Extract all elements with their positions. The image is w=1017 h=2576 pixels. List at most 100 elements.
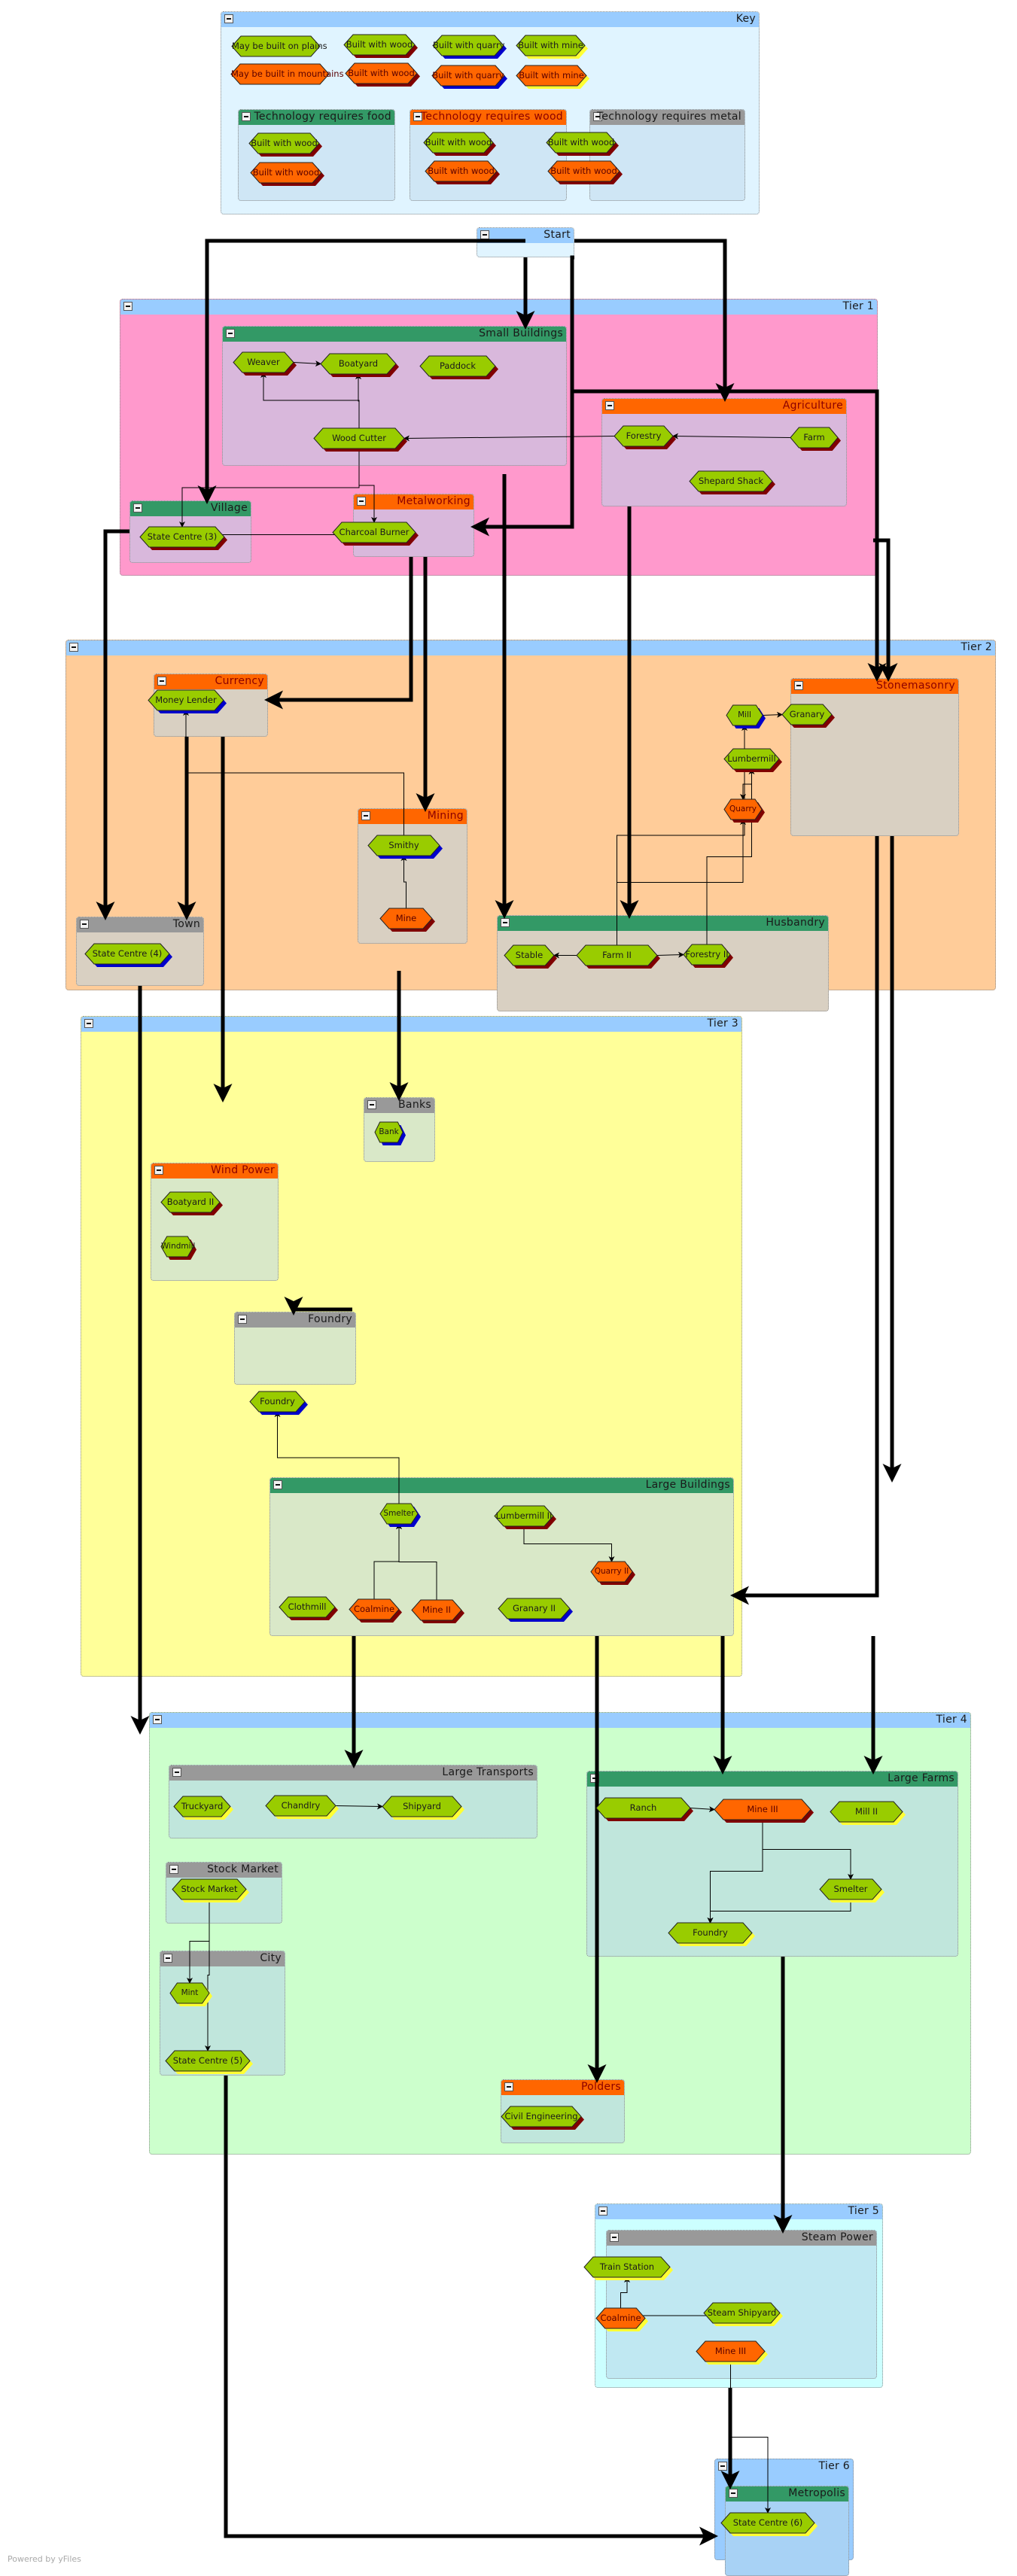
building-node-steamshipyard[interactable]: Steam Shipyard [703,2302,783,2326]
collapse-minus-icon[interactable] [133,503,142,512]
building-node-smithy[interactable]: Smithy [367,835,443,859]
collapse-minus-icon[interactable] [242,112,251,121]
building-node-mine[interactable]: Mine [379,908,435,932]
building-node-moneylender[interactable]: Money Lender [148,689,227,713]
building-node-statecentre4[interactable]: State Centre (4) [84,943,172,967]
building-node-forestry2[interactable]: Forestry II [683,944,733,968]
collapse-minus-icon[interactable] [226,329,235,338]
building-node-civileng[interactable]: Civil Engineering [501,2106,584,2130]
collapse-minus-icon[interactable] [718,2462,727,2471]
building-node-mill[interactable]: Mill [726,704,766,728]
building-node-k3[interactable]: Built with wood [343,34,418,58]
collapse-minus-icon[interactable] [598,2206,607,2216]
building-node-woodcutter[interactable]: Wood Cutter [313,427,407,452]
collapse-minus-icon[interactable] [80,920,89,929]
building-node-k5[interactable]: Built with quarry [432,35,507,59]
building-node-clothmill[interactable]: Clothmill [279,1596,338,1620]
building-node-statecentre6[interactable]: State Centre (6) [720,2512,818,2536]
building-node-coalmine2[interactable]: Coalmine [595,2307,648,2331]
building-node-k1[interactable]: May be built on plains [231,35,327,57]
building-node-bank[interactable]: Bank [374,1121,406,1145]
building-node-truckyard[interactable]: Truckyard [173,1796,233,1820]
building-node-windmill[interactable]: Windmill [160,1236,196,1260]
building-node-ranch[interactable]: Ranch [595,1797,693,1821]
building-node-trainstation[interactable]: Train Station [583,2256,673,2280]
building-node-weaver[interactable]: Weaver [233,351,297,376]
building-node-stable[interactable]: Stable [504,944,557,969]
building-node-k9[interactable]: Built with wood [248,132,322,157]
collapse-minus-icon[interactable] [238,1315,247,1324]
building-node-foundry2[interactable]: Foundry [668,1922,755,1946]
collapse-minus-icon[interactable] [413,112,422,121]
building-node-shipyard[interactable]: Shipyard [382,1796,464,1820]
collapse-minus-icon[interactable] [84,1019,93,1028]
building-node-lumbermill[interactable]: Lumbermill [723,748,782,772]
building-node-chandlry[interactable]: Chandlry [265,1795,339,1819]
building-node-statecentre5[interactable]: State Centre (5) [165,2050,253,2074]
building-node-mill2[interactable]: Mill II [830,1801,906,1825]
collapse-minus-icon[interactable] [367,1100,376,1109]
collapse-minus-icon[interactable] [361,811,370,820]
building-node-mine3b[interactable]: Mine III [696,2340,768,2365]
building-node-k13[interactable]: Built with wood [546,132,619,156]
collapse-minus-icon[interactable] [157,677,166,686]
group-title: Polders [580,2081,621,2093]
collapse-minus-icon[interactable] [480,230,489,239]
collapse-minus-icon[interactable] [610,2233,619,2242]
building-node-k10[interactable]: Built with wood [250,162,324,186]
hexagon-body [231,35,321,57]
building-node-foundry1[interactable]: Foundry [249,1391,308,1415]
building-node-k14[interactable]: Built with wood [547,160,623,184]
building-node-k2[interactable]: May be built in mountains [230,63,344,85]
collapse-minus-icon[interactable] [224,14,233,23]
building-node-k8[interactable]: Built with mine [516,65,589,89]
building-node-boatyard2[interactable]: Boatyard II [160,1191,223,1215]
building-node-paddock[interactable]: Paddock [419,355,498,379]
building-node-mine3[interactable]: Mine III [714,1799,814,1823]
building-node-k12[interactable]: Built with wood [425,160,500,184]
building-node-lumbermill2[interactable]: Lumbermill II [494,1505,556,1529]
building-node-k11[interactable]: Built with wood [423,132,496,156]
collapse-minus-icon[interactable] [501,918,510,927]
building-node-quarry2[interactable]: Quarry II [590,1561,635,1585]
building-node-charcoal[interactable]: Charcoal Burner [332,522,419,546]
building-node-coalmine[interactable]: Coalmine [349,1598,402,1623]
collapse-minus-icon[interactable] [504,2082,513,2091]
collapse-minus-icon[interactable] [123,302,132,311]
collapse-minus-icon[interactable] [273,1480,282,1489]
building-node-quarry[interactable]: Quarry [723,798,765,823]
building-label: Quarry [729,804,757,814]
collapse-minus-icon[interactable] [605,401,614,410]
building-node-shepard[interactable]: Shepard Shack [689,470,775,494]
collapse-minus-icon[interactable] [729,2489,738,2498]
collapse-minus-icon[interactable] [153,1715,162,1724]
building-label: Paddock [439,360,477,371]
building-node-mint[interactable]: Mint [169,1982,212,2006]
building-node-granary2[interactable]: Granary II [498,1598,573,1622]
building-node-k7[interactable]: Built with mine [516,35,588,59]
building-node-farm2[interactable]: Farm II [576,944,660,969]
building-node-stockmarket[interactable]: Stock Market [172,1878,249,1902]
building-node-smelter[interactable]: Smelter [379,1503,421,1527]
building-node-smelter2[interactable]: Smelter [819,1878,885,1902]
building-label: Built with wood [550,166,617,176]
hexagon-body [504,944,555,966]
building-node-granary[interactable]: Granary [781,704,835,728]
building-node-boatyard[interactable]: Boatyard [320,353,399,377]
building-node-forestry[interactable]: Forestry [614,425,676,449]
building-node-k4[interactable]: Built with wood [345,62,420,87]
collapse-minus-icon[interactable] [590,1774,599,1783]
building-node-k6[interactable]: Built with quarry [431,65,507,89]
collapse-minus-icon[interactable] [154,1166,163,1175]
building-node-mine2[interactable]: Mine II [411,1599,464,1623]
collapse-minus-icon[interactable] [169,1865,178,1874]
collapse-minus-icon[interactable] [794,681,803,690]
collapse-minus-icon[interactable] [593,112,602,121]
building-node-statecentre3[interactable]: State Centre (3) [139,526,227,550]
group-large-transports: Large Transports [169,1765,537,1838]
collapse-minus-icon[interactable] [357,497,366,506]
collapse-minus-icon[interactable] [163,1954,172,1963]
collapse-minus-icon[interactable] [172,1768,181,1777]
building-node-farm[interactable]: Farm [790,427,841,451]
collapse-minus-icon[interactable] [69,643,78,652]
